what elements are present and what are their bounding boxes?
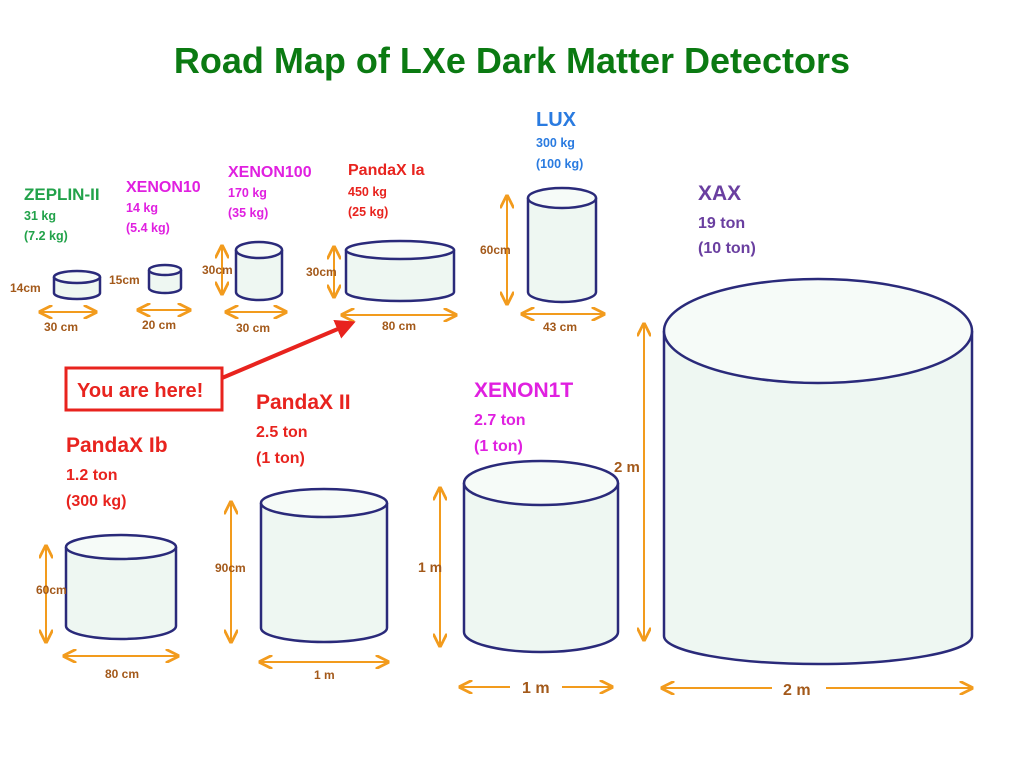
detector-xax: XAX 19 ton (10 ton) 2 m 2 m	[614, 182, 972, 699]
detector-mass: 300 kg	[536, 136, 575, 150]
detector-fiducial-mass: (10 ton)	[698, 240, 756, 257]
you-are-here-callout: You are here!	[64, 320, 356, 412]
callout-arrow	[221, 320, 356, 380]
page-title: Road Map of LXe Dark Matter Detectors	[173, 40, 851, 81]
detector-name: PandaX Ib	[66, 434, 168, 457]
callout-box	[64, 366, 224, 412]
detector-name: XENON1T	[474, 379, 573, 402]
detector-zeplin: ZEPLIN-II 31 kg (7.2 kg) 14cm 30 cm	[10, 185, 102, 334]
detector-name: PandaX II	[256, 391, 351, 414]
width-label: 80 cm	[382, 319, 416, 333]
height-label: 1 m	[418, 559, 442, 575]
detector-mass: 2.7 ton	[474, 412, 526, 429]
height-label: 15cm	[109, 273, 140, 287]
cylinder	[662, 277, 974, 666]
detector-fiducial-mass: (7.2 kg)	[24, 229, 68, 243]
detector-mass: 450 kg	[348, 185, 387, 199]
width-label: 1 m	[314, 668, 335, 682]
detector-name: ZEPLIN-II	[24, 185, 100, 204]
detector-fiducial-mass: (300 kg)	[66, 493, 126, 510]
width-label: 43 cm	[543, 320, 577, 334]
detector-xenon1t: XENON1T 2.7 ton (1 ton) 1 m 1 m	[418, 379, 620, 697]
cylinder	[526, 186, 598, 304]
detector-mass: 170 kg	[228, 186, 267, 200]
detector-lux: LUX 300 kg (100 kg) 60cm 43 cm	[480, 109, 604, 334]
detector-name: XENON100	[228, 164, 312, 181]
detector-fiducial-mass: (25 kg)	[348, 205, 388, 219]
detector-fiducial-mass: (100 kg)	[536, 157, 583, 171]
detector-xenon100: XENON100 170 kg (35 kg) 30cm 30 cm	[202, 164, 312, 335]
detector-fiducial-mass: (5.4 kg)	[126, 221, 170, 235]
cylinder	[234, 240, 284, 302]
detector-pandaxia: PandaX Ia 450 kg (25 kg) 30cm 80 cm	[306, 162, 456, 333]
cylinder	[344, 239, 456, 303]
detector-pandaxib: PandaX Ib 1.2 ton (300 kg) 60cm 80 cm	[36, 434, 178, 681]
detector-fiducial-mass: (35 kg)	[228, 206, 268, 220]
height-label: 30cm	[202, 263, 233, 277]
width-label: 80 cm	[105, 667, 139, 681]
width-label: 2 m	[783, 682, 811, 699]
height-label: 14cm	[10, 281, 41, 295]
detector-name: XAX	[698, 182, 741, 205]
height-label: 2 m	[614, 459, 640, 476]
width-label: 30 cm	[44, 320, 78, 334]
height-label: 90cm	[215, 561, 246, 575]
height-label: 30cm	[306, 265, 337, 279]
detector-name: LUX	[536, 109, 577, 131]
detector-mass: 1.2 ton	[66, 467, 118, 484]
cylinder	[147, 263, 183, 295]
cylinder	[462, 459, 620, 654]
detector-mass: 2.5 ton	[256, 424, 308, 441]
width-label: 30 cm	[236, 321, 270, 335]
detector-mass: 19 ton	[698, 215, 745, 232]
callout-text: You are here!	[77, 380, 203, 402]
detector-name: PandaX Ia	[348, 162, 425, 179]
cylinder	[64, 533, 178, 641]
height-label: 60cm	[36, 583, 67, 597]
width-label: 20 cm	[142, 318, 176, 332]
cylinder	[259, 487, 389, 644]
detector-mass: 31 kg	[24, 209, 56, 223]
cylinder	[52, 269, 102, 301]
height-label: 60cm	[480, 243, 511, 257]
detector-mass: 14 kg	[126, 201, 158, 215]
width-label: 1 m	[522, 680, 550, 697]
detector-name: XENON10	[126, 179, 201, 196]
detector-pandaxii: PandaX II 2.5 ton (1 ton) 90cm 1 m	[215, 391, 388, 682]
detector-xenon10: XENON10 14 kg (5.4 kg) 15cm 20 cm	[109, 179, 201, 332]
detector-fiducial-mass: (1 ton)	[474, 438, 523, 455]
detector-fiducial-mass: (1 ton)	[256, 450, 305, 467]
